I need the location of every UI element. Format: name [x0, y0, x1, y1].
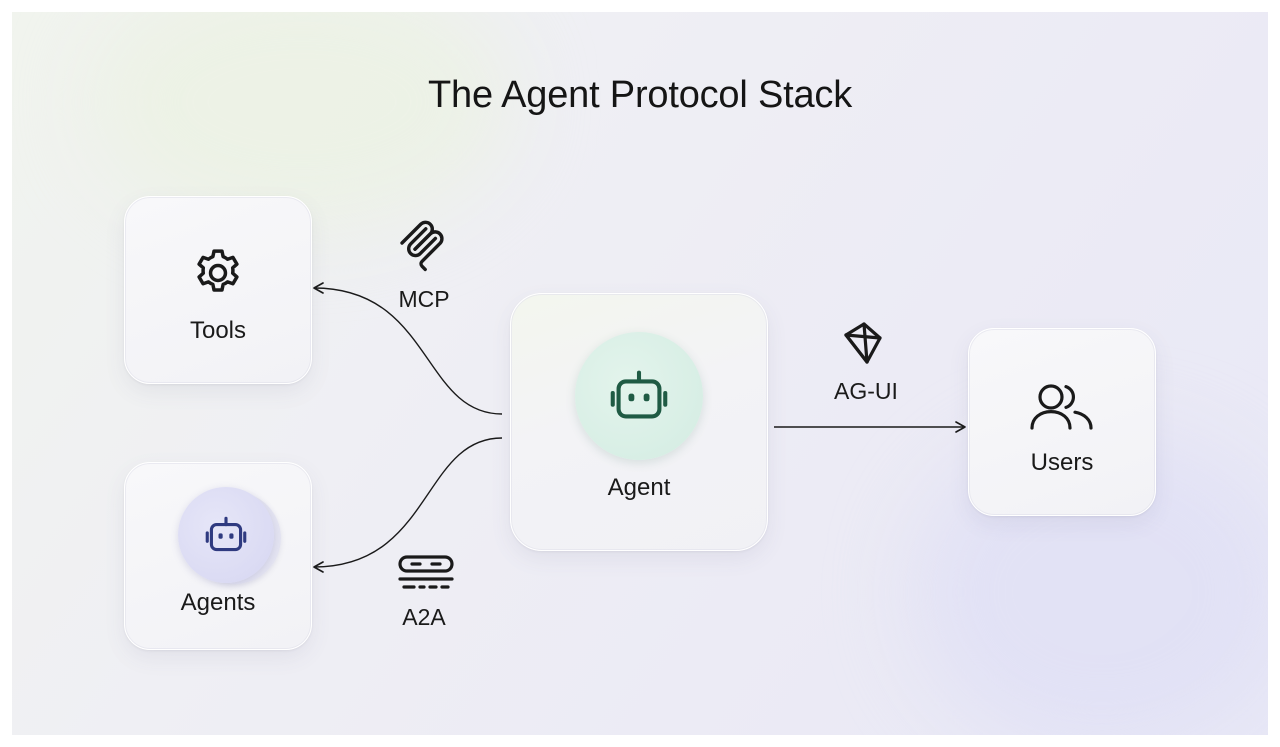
- users-label: Users: [1030, 449, 1094, 476]
- agui-logo-icon: [844, 322, 882, 364]
- robot-icon: [610, 370, 668, 419]
- connector-lines: [313, 282, 966, 573]
- gear-icon: [197, 249, 239, 292]
- a2a-connector: [313, 437, 503, 573]
- users-node[interactable]: Users: [968, 328, 1156, 516]
- mcp-connector: [313, 282, 503, 415]
- robot-icon: [205, 516, 247, 552]
- users-icon: [1030, 384, 1093, 430]
- a2a-logo-icon: [398, 555, 454, 589]
- agents-node[interactable]: Agents: [124, 462, 312, 650]
- a2a-label: A2A: [402, 604, 446, 630]
- tools-label: Tools: [189, 317, 247, 344]
- agent-circle: [575, 332, 703, 460]
- diagram-title: The Agent Protocol Stack: [428, 74, 852, 116]
- agents-circle: [178, 487, 274, 583]
- agents-label: Agents: [180, 589, 256, 616]
- agent-label: Agent: [607, 474, 671, 501]
- mcp-label: MCP: [398, 286, 450, 312]
- mcp-logo-icon: [400, 220, 444, 272]
- diagram-canvas: The Agent Protocol Stack Tools: [12, 12, 1268, 735]
- agui-label: AG-UI: [834, 378, 898, 404]
- tools-node[interactable]: Tools: [124, 196, 312, 384]
- agent-node[interactable]: Agent: [510, 293, 768, 551]
